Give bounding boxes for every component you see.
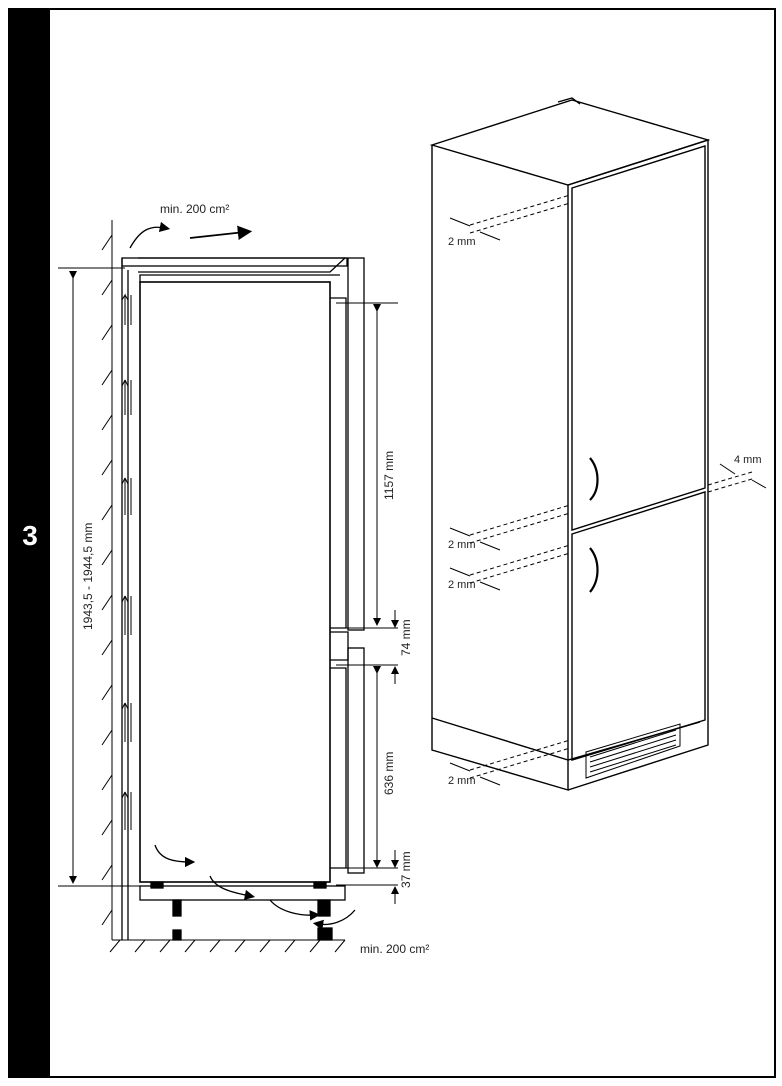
total-height-label: 1943,5 - 1944,5 mm	[81, 523, 95, 630]
step-number: 3	[22, 520, 38, 551]
gap-right-label: 4 mm	[734, 454, 762, 466]
perspective-cabinet-view	[429, 97, 767, 791]
side-section-view	[58, 220, 399, 953]
floor-hatching	[109, 939, 346, 953]
gap-top-left-label: 2 mm	[448, 236, 476, 248]
gap-indicators	[469, 194, 753, 779]
top-exhaust-arrow	[129, 221, 171, 249]
bottom-intake-arrow-4	[312, 909, 356, 930]
airflow-up-arrows	[121, 293, 132, 830]
gap-mid-left-2-label: 2 mm	[448, 579, 476, 591]
vent-bottom-label: min. 200 cm²	[360, 942, 429, 956]
bottom-intake-arrow-2	[209, 875, 256, 901]
vent-grille	[585, 723, 681, 779]
instruction-page: 3	[8, 8, 776, 1078]
step-side-bar: 3	[10, 10, 50, 1076]
top-exhaust-arrow-2	[189, 225, 253, 240]
bottom-intake-arrow	[154, 844, 196, 868]
gap-arrows	[449, 217, 767, 786]
dimension-lines	[69, 271, 399, 904]
door-gap-label: 74 mm	[399, 619, 413, 656]
gap-mid-left-1-label: 2 mm	[448, 539, 476, 551]
base-gap-label: 37 mm	[399, 851, 413, 888]
vent-top-label: min. 200 cm²	[160, 202, 229, 216]
wall-hatching	[101, 220, 113, 940]
upper-door-height-label: 1157 mm	[382, 451, 396, 500]
lower-door-height-label: 636 mm	[382, 752, 396, 795]
bottom-intake-arrow-3	[269, 899, 321, 921]
gap-bottom-left-label: 2 mm	[448, 775, 476, 787]
